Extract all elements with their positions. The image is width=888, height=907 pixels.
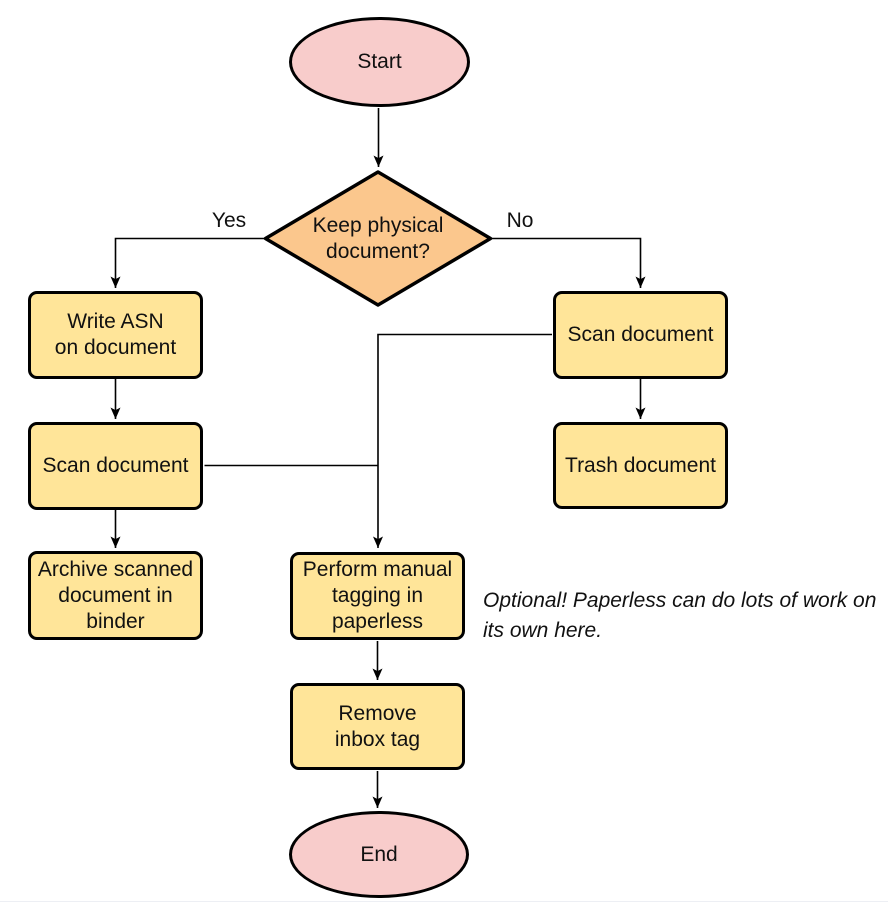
node-remove-inbox-label: Remove inbox tag — [334, 701, 421, 751]
node-tagging-label: Perform manual tagging in paperless — [302, 558, 453, 633]
node-start-label: Start — [357, 50, 402, 73]
node-start: Start — [289, 17, 470, 107]
edge-label-yes: Yes — [211, 209, 247, 232]
node-write-asn-label: Write ASN on document — [54, 310, 177, 359]
bottom-divider — [0, 901, 888, 902]
node-remove-inbox: Remove inbox tag — [290, 683, 465, 770]
node-scan-right-label: Scan document — [567, 323, 714, 346]
note-text: Optional! Paperless can do lots of work … — [483, 589, 877, 642]
node-trash: Trash document — [553, 422, 728, 509]
node-scan-left: Scan document — [28, 422, 203, 510]
node-archive-label: Archive scanned document in binder — [37, 557, 194, 633]
node-trash-label: Trash document — [565, 453, 716, 477]
node-decision-label: Keep physical document? — [312, 213, 444, 263]
edge-label-no: No — [506, 209, 534, 232]
node-write-asn: Write ASN on document — [28, 291, 203, 379]
node-tagging: Perform manual tagging in paperless — [290, 552, 465, 640]
node-scan-left-label: Scan document — [42, 454, 189, 477]
edge-scan-right-to-tagging — [373, 333, 552, 548]
node-end-label: End — [360, 842, 398, 866]
edge-decision-yes-to-write-asn — [110, 237, 264, 288]
edge-decision-no-to-scan-right — [492, 237, 646, 288]
node-archive: Archive scanned document in binder — [28, 551, 203, 640]
node-scan-right: Scan document — [553, 291, 728, 379]
node-end: End — [289, 811, 469, 898]
node-decision-shape — [263, 170, 493, 307]
